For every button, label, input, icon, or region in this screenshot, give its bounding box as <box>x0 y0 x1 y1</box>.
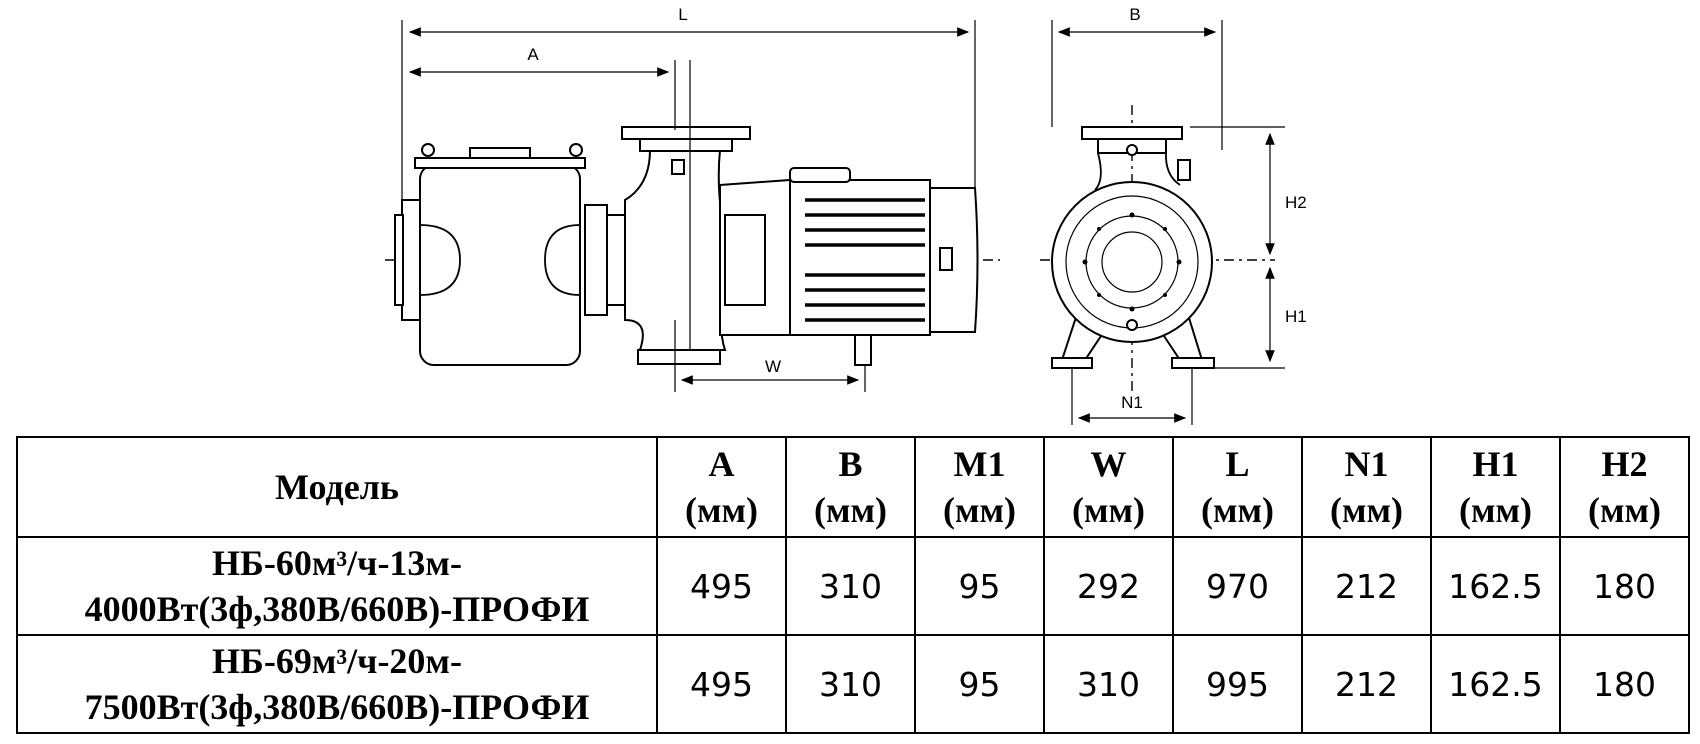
value-w: 292 <box>1043 536 1174 636</box>
motor-fins <box>805 198 925 322</box>
table-row: НБ-69м³/ч-20м-7500Вт(3ф,380В/660В)-ПРОФИ… <box>16 634 1690 734</box>
model-cell: НБ-69м³/ч-20м-7500Вт(3ф,380В/660В)-ПРОФИ <box>16 634 658 734</box>
table-header-row: Модель A(мм) B(мм) M1(мм) W(мм) L(мм) N1… <box>16 436 1690 538</box>
header-model: Модель <box>16 436 658 538</box>
value-n1: 212 <box>1301 536 1432 636</box>
model-cell: НБ-60м³/ч-13м-4000Вт(3ф,380В/660В)-ПРОФИ <box>16 536 658 636</box>
value-h1: 162.5 <box>1430 536 1561 636</box>
header-h2: H2(мм) <box>1559 436 1690 538</box>
dim-label-L: L <box>678 5 687 24</box>
value-h1: 162.5 <box>1430 634 1561 734</box>
header-w: W(мм) <box>1043 436 1174 538</box>
value-l: 970 <box>1172 536 1303 636</box>
value-w: 310 <box>1043 634 1174 734</box>
header-l: L(мм) <box>1172 436 1303 538</box>
value-m1: 95 <box>914 634 1045 734</box>
value-b: 310 <box>785 536 916 636</box>
header-a: A(мм) <box>656 436 787 538</box>
value-h2: 180 <box>1559 634 1690 734</box>
front-view-dimensions: B H2 H1 N1 <box>1051 5 1307 425</box>
pump-front-view <box>1040 105 1275 395</box>
value-b: 310 <box>785 634 916 734</box>
pump-side-view <box>385 60 1000 366</box>
header-b: B(мм) <box>785 436 916 538</box>
value-h2: 180 <box>1559 536 1690 636</box>
value-m1: 95 <box>914 536 1045 636</box>
side-view-dimensions: L A W <box>401 5 976 392</box>
dim-label-A: A <box>527 45 539 64</box>
value-n1: 212 <box>1301 634 1432 734</box>
header-m1: M1(мм) <box>914 436 1045 538</box>
dim-label-B: B <box>1129 5 1140 24</box>
dim-label-W: W <box>765 357 781 376</box>
header-h1: H1(мм) <box>1430 436 1561 538</box>
dim-label-H1: H1 <box>1285 307 1307 326</box>
specification-table: Модель A(мм) B(мм) M1(мм) W(мм) L(мм) N1… <box>16 436 1690 734</box>
header-n1: N1(мм) <box>1301 436 1432 538</box>
value-l: 995 <box>1172 634 1303 734</box>
pump-dimension-drawing: L A W <box>385 5 1307 425</box>
value-a: 495 <box>656 634 787 734</box>
dim-label-H2: H2 <box>1285 193 1307 212</box>
dim-label-N1: N1 <box>1121 393 1143 412</box>
table-row: НБ-60м³/ч-13м-4000Вт(3ф,380В/660В)-ПРОФИ… <box>16 536 1690 636</box>
value-a: 495 <box>656 536 787 636</box>
